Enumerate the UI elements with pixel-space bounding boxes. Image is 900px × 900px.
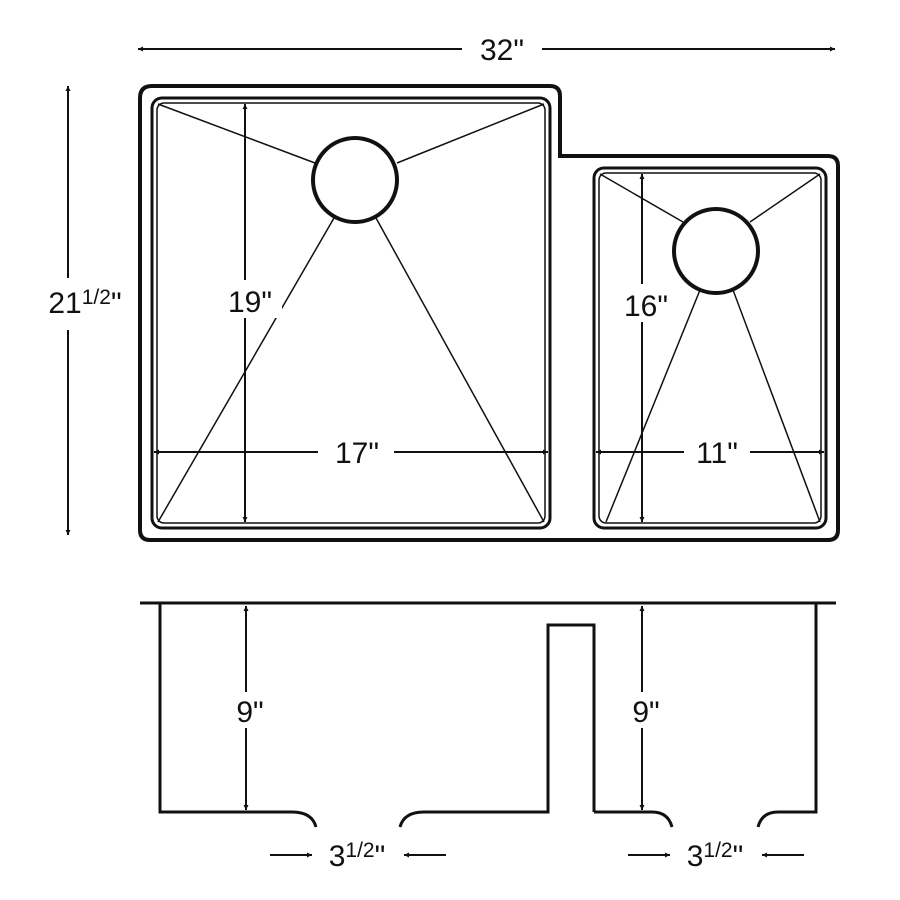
overall-depth-dimension: 211/2" xyxy=(48,86,122,535)
large-bowl-depth-label: 19" xyxy=(228,286,272,319)
large-bowl-drain xyxy=(311,136,399,224)
small-bowl-corner-line-tr xyxy=(749,173,821,223)
right-radius-dimension: 31/2" xyxy=(628,839,804,873)
small-bowl-inner-edge xyxy=(598,172,822,524)
large-bowl-height-label: 9" xyxy=(236,696,263,729)
small-bowl-profile-left xyxy=(594,810,674,828)
large-bowl-height-dimension: 9" xyxy=(228,606,274,810)
side-view: 9" 9" 31/2" 31/2" xyxy=(140,601,836,873)
small-bowl-height-label: 9" xyxy=(632,696,659,729)
small-bowl-width-dimension: 11" xyxy=(596,434,824,470)
large-bowl-corner-line-tl xyxy=(157,103,316,164)
overall-width-label: 32" xyxy=(480,34,524,67)
large-bowl-width-dimension: 17" xyxy=(154,434,548,470)
small-bowl-corner-line-bl xyxy=(605,289,701,523)
small-bowl-profile-right xyxy=(756,603,818,828)
left-radius-label: 31/2" xyxy=(329,839,386,873)
small-bowl-outline xyxy=(592,166,828,530)
small-bowl-top xyxy=(592,166,828,530)
left-radius-dimension: 31/2" xyxy=(270,839,446,873)
large-bowl-profile-right xyxy=(398,623,596,828)
large-bowl-corner-line-tr xyxy=(396,103,545,164)
large-bowl-depth-dimension: 19" xyxy=(222,104,282,522)
small-bowl-depth-dimension: 16" xyxy=(620,174,676,522)
small-bowl-height-dimension: 9" xyxy=(624,606,670,810)
large-bowl-inner-edge xyxy=(156,102,546,524)
large-bowl-corner-line-br xyxy=(375,217,545,523)
overall-width-dimension: 32" xyxy=(138,34,835,67)
sink-outer-outline xyxy=(138,84,840,542)
overall-depth-label: 211/2" xyxy=(48,286,121,320)
large-bowl-outline xyxy=(150,96,552,530)
large-bowl-profile-left xyxy=(158,603,318,828)
large-bowl-width-label: 17" xyxy=(335,437,379,470)
top-view: 32" 211/2" 19" 17" 16" xyxy=(48,34,840,542)
small-bowl-depth-label: 16" xyxy=(624,290,668,323)
small-bowl-drain xyxy=(672,207,760,295)
small-bowl-width-label: 11" xyxy=(696,437,738,470)
small-bowl-corner-line-br xyxy=(732,289,821,523)
right-radius-label: 31/2" xyxy=(687,839,744,873)
